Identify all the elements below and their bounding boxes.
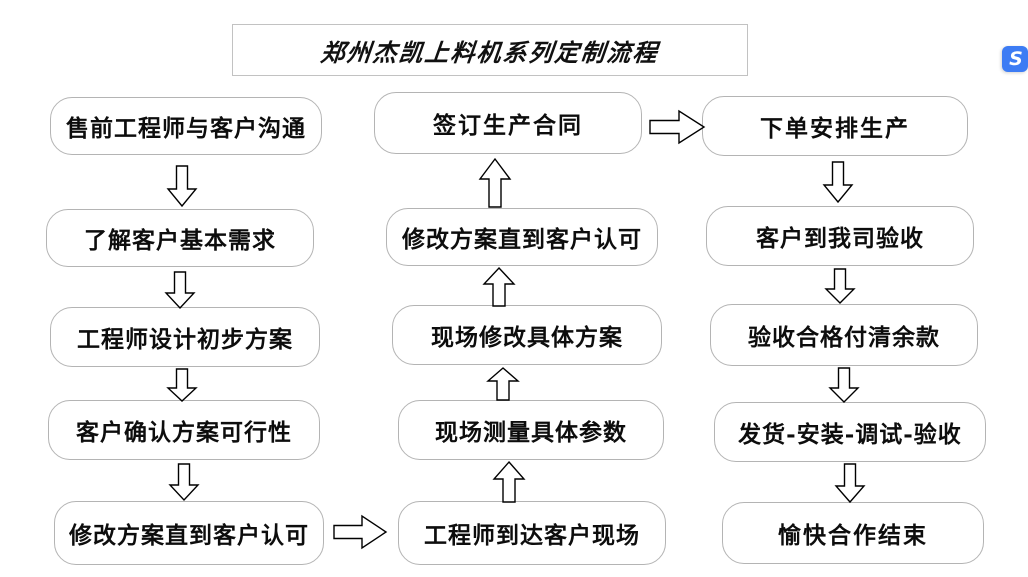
arrow-up-2c <box>486 367 520 401</box>
site-watermark-badge: S <box>1002 46 1028 72</box>
node-pre-sales-communication: 售前工程师与客户沟通 <box>50 97 322 155</box>
arrow-down-1c <box>166 368 198 402</box>
node-label: 客户确认方案可行性 <box>76 419 292 446</box>
node-revise-until-approved-2: 修改方案直到客户认可 <box>386 208 658 266</box>
arrow-down-3b <box>824 268 856 304</box>
arrow-up-2b <box>482 266 516 307</box>
node-label: 验收合格付清余款 <box>748 324 940 351</box>
node-label: 签订生产合同 <box>433 112 583 139</box>
node-ship-install-debug-accept: 发货-安装-调试-验收 <box>714 402 986 462</box>
arrow-right-col1-to-col2 <box>333 514 388 550</box>
arrow-down-1d <box>168 463 200 502</box>
node-engineer-arrive-site: 工程师到达客户现场 <box>398 501 666 565</box>
arrow-right-col2-to-col3 <box>649 109 706 145</box>
node-revise-until-approved-1: 修改方案直到客户认可 <box>54 501 324 565</box>
node-label: 下单安排生产 <box>760 115 910 142</box>
node-label: 客户到我司验收 <box>756 225 924 252</box>
node-sign-production-contract: 签订生产合同 <box>374 92 642 154</box>
node-onsite-revise-plan: 现场修改具体方案 <box>392 305 662 365</box>
watermark-s-icon: S <box>1009 47 1023 70</box>
node-label: 了解客户基本需求 <box>84 227 276 254</box>
node-label: 现场测量具体参数 <box>435 419 627 446</box>
node-label: 发货-安装-调试-验收 <box>738 421 962 448</box>
chart-title-text: 郑州杰凯上料机系列定制流程 <box>319 37 661 67</box>
arrow-down-3a <box>822 161 854 204</box>
node-label: 售前工程师与客户沟通 <box>66 115 306 142</box>
arrow-down-3c <box>828 367 860 403</box>
node-customer-confirm-feasibility: 客户确认方案可行性 <box>48 400 320 460</box>
node-understand-basic-needs: 了解客户基本需求 <box>46 209 314 267</box>
node-label: 修改方案直到客户认可 <box>69 522 309 549</box>
node-happy-cooperation-end: 愉快合作结束 <box>722 502 984 564</box>
node-label: 工程师到达客户现场 <box>424 522 640 549</box>
arrow-up-2d <box>492 460 526 503</box>
node-onsite-measure-params: 现场测量具体参数 <box>398 400 664 460</box>
node-label: 现场修改具体方案 <box>431 324 623 351</box>
arrow-down-1a <box>166 165 198 208</box>
arrow-down-3d <box>834 463 866 504</box>
arrow-down-1b <box>164 271 196 310</box>
chart-title-box: 郑州杰凯上料机系列定制流程 <box>232 24 748 76</box>
node-pay-balance-after-acceptance: 验收合格付清余款 <box>710 304 978 366</box>
node-engineer-initial-plan: 工程师设计初步方案 <box>50 307 320 367</box>
node-customer-inspection-at-factory: 客户到我司验收 <box>706 206 974 266</box>
node-label: 愉快合作结束 <box>778 522 928 549</box>
node-label: 工程师设计初步方案 <box>77 326 293 353</box>
node-label: 修改方案直到客户认可 <box>402 226 642 253</box>
node-place-order-production: 下单安排生产 <box>702 96 968 156</box>
arrow-up-2a <box>478 157 512 208</box>
